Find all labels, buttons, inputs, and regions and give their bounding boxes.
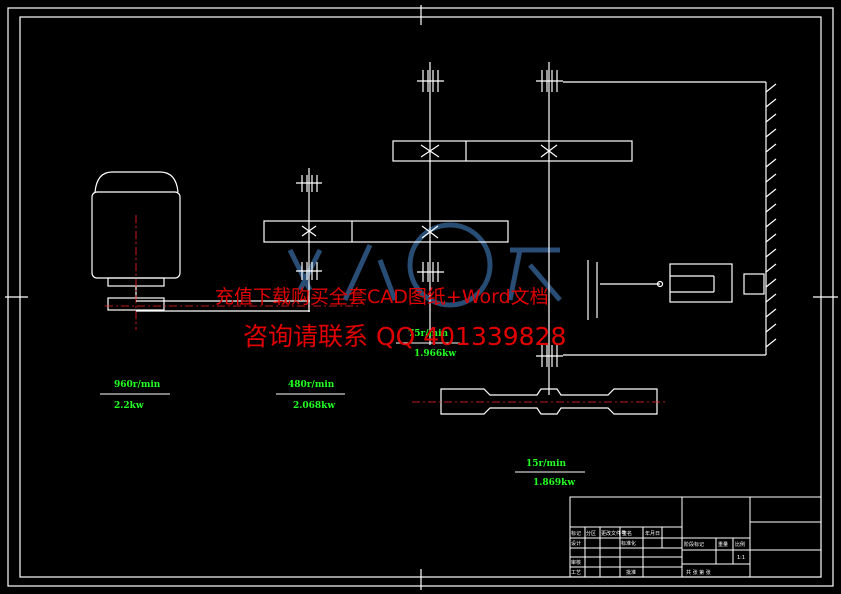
tb-cell: 1:1 bbox=[737, 555, 745, 561]
stage2-power-label: 1.966kw bbox=[414, 349, 456, 359]
stage1-speed-label: 480r/min bbox=[288, 380, 335, 390]
crank-linkage bbox=[563, 81, 766, 356]
motor-power-label: 2.2kw bbox=[114, 401, 144, 411]
annotation-stage-1: 480r/min 2.068kw bbox=[276, 380, 345, 411]
tb-cell: 共 张 第 张 bbox=[686, 569, 711, 576]
shaft-3 bbox=[536, 62, 563, 395]
tb-cell: 重量 bbox=[718, 541, 728, 548]
tb-cell: 审核 bbox=[571, 559, 581, 566]
annotation-stage-2: 75r/min 1.966kw bbox=[396, 329, 460, 359]
annotation-motor: 960r/min 2.2kw bbox=[100, 380, 170, 411]
output-speed-label: 15r/min bbox=[526, 459, 566, 469]
tb-cell: 更改文件号 bbox=[601, 530, 626, 537]
tb-cell: 设计 bbox=[571, 540, 581, 547]
gear-pair-stage-2 bbox=[392, 140, 633, 162]
watermark-line-2: 咨询请联系 QQ 401339828 bbox=[243, 322, 566, 351]
tb-cell: 年月日 bbox=[645, 530, 660, 537]
watermark-line-1: 充值下载购买全套CAD图纸+Word文档 bbox=[215, 286, 549, 308]
belt-drive bbox=[136, 300, 310, 312]
tb-cell: 签名 bbox=[622, 530, 632, 537]
stage1-power-label: 2.068kw bbox=[293, 401, 335, 411]
title-block bbox=[569, 496, 822, 578]
output-power-label: 1.869kw bbox=[533, 478, 575, 488]
annotation-output: 15r/min 1.869kw bbox=[515, 459, 585, 488]
logo-watermark bbox=[287, 222, 562, 308]
tb-cell: 标准化 bbox=[621, 540, 636, 547]
motor-speed-label: 960r/min bbox=[114, 380, 161, 390]
shaft-2 bbox=[417, 62, 444, 345]
tb-cell: 标记 bbox=[571, 530, 581, 537]
output-coupling bbox=[440, 388, 658, 415]
sheet-frame bbox=[5, 5, 838, 590]
shaft-1 bbox=[296, 168, 322, 312]
tb-cell: 阶段标记 bbox=[684, 541, 704, 548]
stage2-speed-label: 75r/min bbox=[408, 329, 448, 339]
tb-cell: 工艺 bbox=[571, 570, 581, 576]
fixed-wall bbox=[765, 82, 777, 355]
tb-cell: 分区 bbox=[586, 530, 596, 537]
gear-pair-stage-1 bbox=[263, 220, 509, 243]
tb-cell: 批准 bbox=[626, 569, 636, 576]
electric-motor bbox=[91, 171, 181, 311]
title-block-text: 标记 分区 更改文件号 签名 年月日 设计 标准化 审核 工艺 批准 阶段标记 … bbox=[571, 530, 745, 576]
tb-cell: 比例 bbox=[735, 541, 745, 548]
